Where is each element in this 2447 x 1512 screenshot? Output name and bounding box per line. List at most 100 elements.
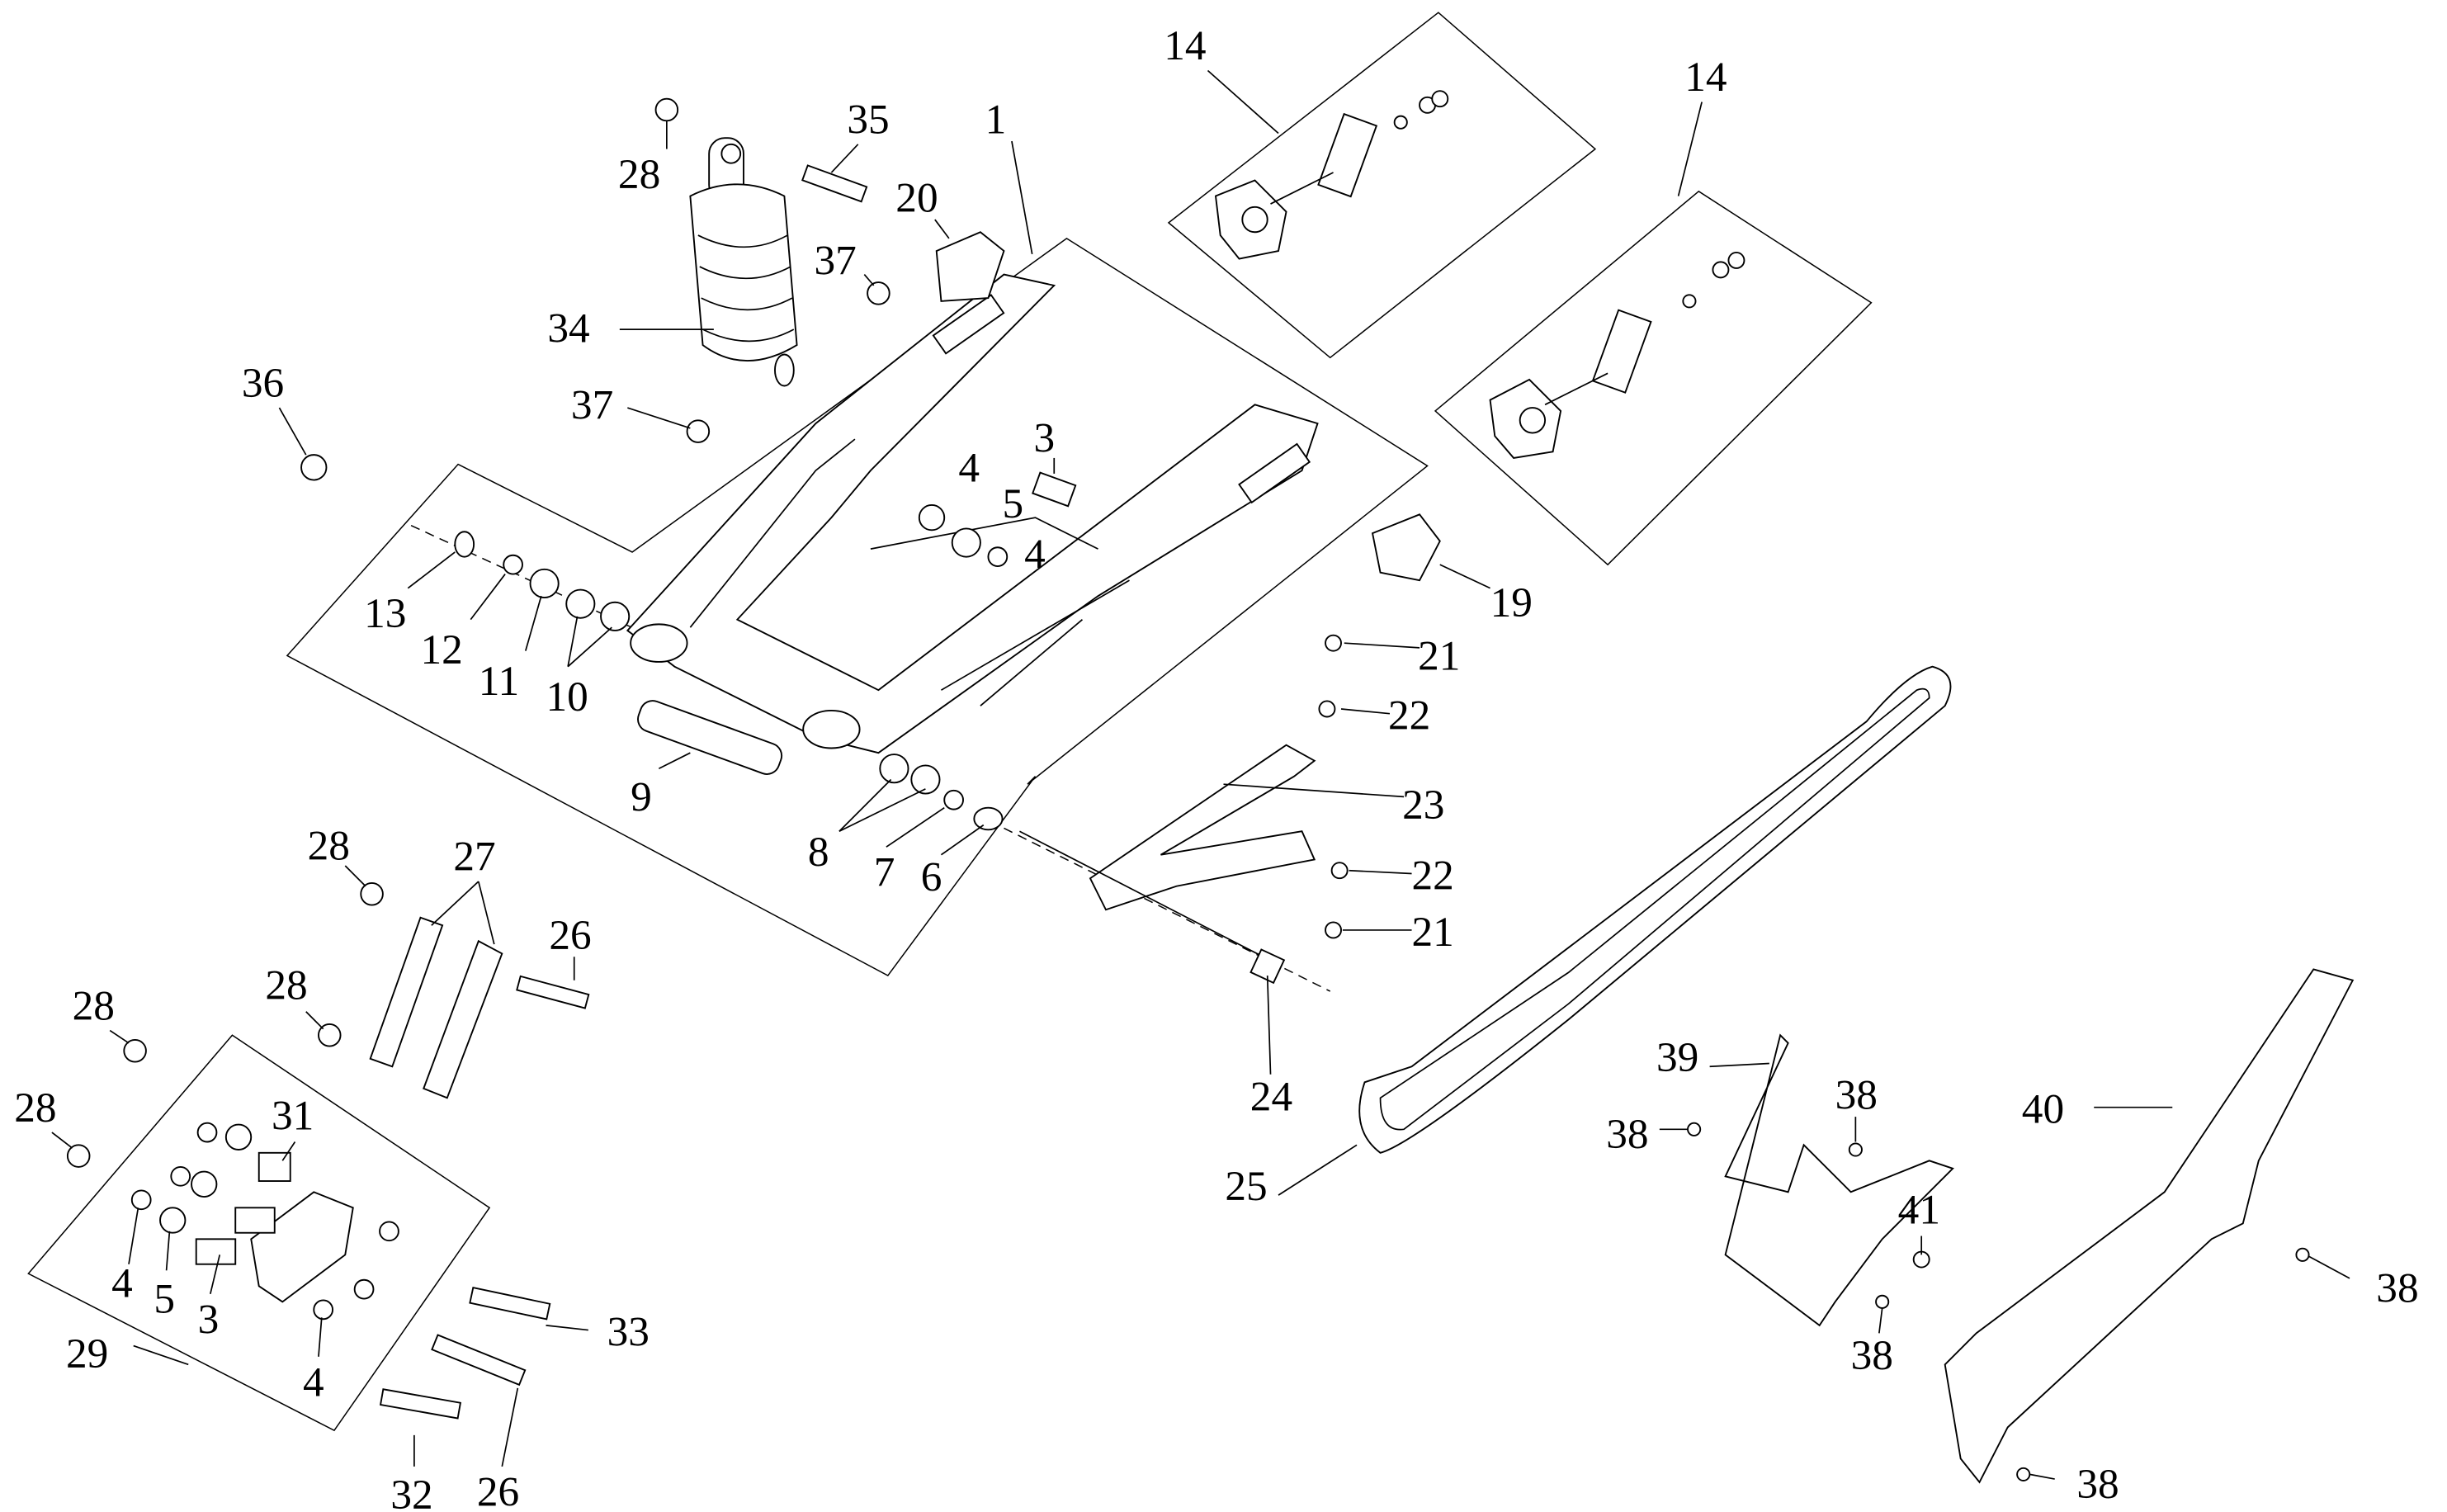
callout-leader-line xyxy=(109,1029,130,1044)
drive-chain-part xyxy=(1358,665,1952,1154)
washer-part xyxy=(686,281,1349,880)
callout-number-21: 21 xyxy=(1418,632,1460,679)
callout-number-26: 26 xyxy=(477,1468,519,1512)
swingarm-group-boundary xyxy=(286,237,1429,977)
callout-leader-line xyxy=(830,144,859,173)
callout-number-3: 3 xyxy=(198,1296,220,1343)
callout-number-24: 24 xyxy=(1250,1073,1292,1120)
callout-number-4: 4 xyxy=(111,1260,133,1307)
callout-number-28: 28 xyxy=(73,982,115,1029)
callout-leader-line xyxy=(318,1317,323,1357)
callout-number-28: 28 xyxy=(308,822,350,869)
chain-guide-part xyxy=(1019,744,1316,985)
chain-adjuster-group-boundary-1 xyxy=(1167,12,1597,359)
callout-leader-line xyxy=(2308,1255,2350,1279)
callout-leader-line xyxy=(1439,564,1490,589)
callout-leader-line xyxy=(567,626,612,668)
callout-number-8: 8 xyxy=(808,829,829,876)
callout-number-9: 9 xyxy=(631,774,652,821)
callout-leader-line xyxy=(524,595,542,651)
callout-number-41: 41 xyxy=(1898,1186,1940,1233)
callout-leader-line xyxy=(1340,708,1391,715)
callout-number-5: 5 xyxy=(1003,480,1024,527)
callout-leader-line xyxy=(934,219,950,239)
callout-leader-line xyxy=(838,788,926,832)
callout-number-40: 40 xyxy=(2022,1086,2064,1133)
callout-number-38: 38 xyxy=(1606,1111,1648,1158)
linkage-group-boundary xyxy=(27,1034,491,1432)
callout-number-19: 19 xyxy=(1490,579,1533,626)
callout-leader-line xyxy=(627,407,691,429)
callout-number-39: 39 xyxy=(1656,1034,1698,1081)
callout-leader-line xyxy=(567,616,579,667)
callout-number-33: 33 xyxy=(607,1309,650,1356)
callout-leader-line xyxy=(51,1132,73,1149)
callout-number-12: 12 xyxy=(420,626,462,673)
callout-leader-line xyxy=(1011,140,1033,255)
shock-absorber-part xyxy=(689,137,798,387)
callout-leader-line xyxy=(1349,869,1412,875)
callout-number-22: 22 xyxy=(1388,692,1430,739)
callout-number-34: 34 xyxy=(547,305,589,352)
callout-number-29: 29 xyxy=(66,1330,108,1377)
callout-number-37: 37 xyxy=(571,381,613,428)
callout-number-36: 36 xyxy=(242,360,284,407)
callout-leader-line xyxy=(1223,783,1405,798)
callout-number-13: 13 xyxy=(364,590,406,637)
callout-number-10: 10 xyxy=(546,673,588,721)
callout-leader-line xyxy=(940,824,985,856)
callout-leader-line xyxy=(838,778,892,832)
callout-leader-line xyxy=(1709,1062,1769,1068)
callout-number-4: 4 xyxy=(958,444,980,491)
callout-leader-line xyxy=(281,1141,296,1161)
callout-number-7: 7 xyxy=(874,849,895,896)
callout-number-5: 5 xyxy=(154,1276,175,1323)
callout-leader-line xyxy=(210,1254,221,1295)
pivot-bushings-part xyxy=(454,471,1077,831)
callout-number-20: 20 xyxy=(895,175,938,222)
callout-leader-line xyxy=(344,865,366,887)
swingarm-part xyxy=(626,273,1319,754)
callout-leader-line xyxy=(165,1231,171,1271)
callout-number-1: 1 xyxy=(985,97,1007,144)
callout-leader-line xyxy=(1878,1307,1883,1334)
callout-leader-line xyxy=(546,1325,588,1331)
callout-number-32: 32 xyxy=(390,1472,432,1512)
callout-leader-line xyxy=(1266,976,1272,1075)
callout-leader-line xyxy=(305,1011,324,1030)
callout-leader-line xyxy=(407,551,456,589)
callout-number-21: 21 xyxy=(1412,909,1454,956)
callout-leader-line xyxy=(886,807,945,848)
chain-adjuster-part xyxy=(1489,252,1745,459)
drive-chain-inner xyxy=(1379,687,1930,1131)
callout-leader-line xyxy=(1344,642,1420,649)
callout-number-22: 22 xyxy=(1412,853,1454,900)
callout-number-38: 38 xyxy=(2076,1461,2119,1508)
callout-number-37: 37 xyxy=(814,238,856,285)
callout-number-31: 31 xyxy=(272,1092,314,1139)
callout-number-38: 38 xyxy=(1835,1072,1878,1119)
chain-slider-bracket-part xyxy=(935,231,1441,582)
callout-leader-line xyxy=(133,1344,189,1366)
callout-leader-line xyxy=(1207,69,1279,135)
callout-number-6: 6 xyxy=(921,853,942,900)
chain-adjuster-group-boundary-2 xyxy=(1434,190,1873,566)
callout-leader-line xyxy=(863,274,875,286)
callout-leader-line xyxy=(477,881,495,945)
callout-number-28: 28 xyxy=(14,1084,56,1132)
bolt-part xyxy=(379,164,1342,1420)
linkage-part xyxy=(130,916,503,1321)
callout-leader-line xyxy=(470,574,506,621)
callout-leader-line xyxy=(2029,1473,2055,1480)
callout-number-14: 14 xyxy=(1684,54,1727,101)
callout-number-38: 38 xyxy=(1851,1332,1893,1379)
callout-leader-line xyxy=(1677,102,1703,196)
nut-part xyxy=(66,97,679,1168)
callout-number-25: 25 xyxy=(1225,1163,1267,1210)
chain-adjuster-part xyxy=(1214,90,1449,260)
callout-leader-line xyxy=(658,752,691,769)
chain-case-part xyxy=(1724,1033,1954,1327)
